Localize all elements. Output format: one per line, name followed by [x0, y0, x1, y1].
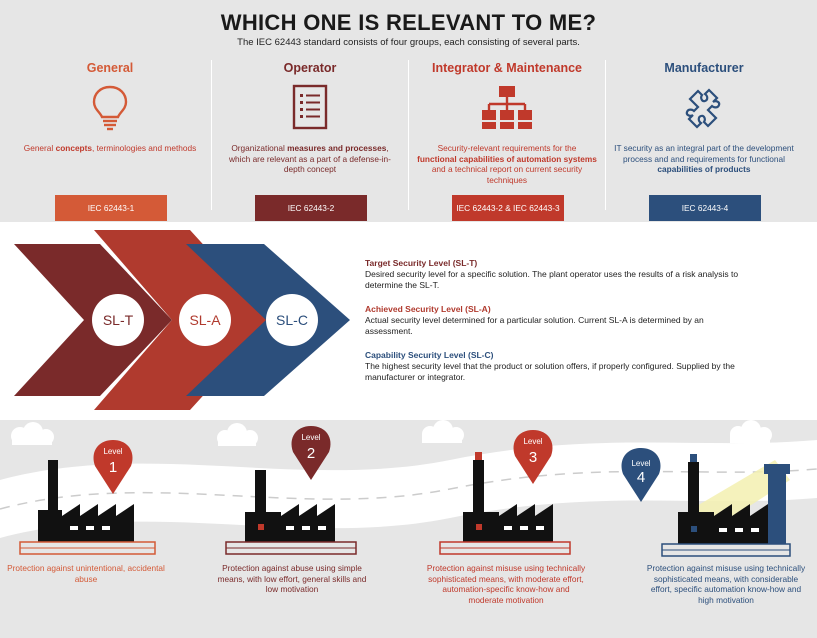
label-sl-t: SL-T — [103, 312, 134, 328]
hierarchy-icon — [482, 86, 532, 129]
level-1-caption: Protection against unintentional, accide… — [7, 563, 165, 584]
level-number: 3 — [529, 449, 537, 466]
groups-section: WHICH ONE IS RELEVANT TO ME? The IEC 624… — [0, 0, 817, 222]
location-pin-level-2: Level 2 — [291, 426, 331, 480]
factory-icon — [439, 452, 571, 555]
location-pin-level-3: Level 3 — [513, 430, 553, 484]
level-2-caption: Protection against abuse using simple me… — [217, 563, 367, 594]
security-levels-section: SL-T SL-A SL-C Target Security Level (SL… — [0, 222, 817, 420]
level-4-caption: Protection against misuse using technica… — [646, 563, 806, 605]
factory-icon — [225, 470, 357, 555]
puzzle-icon — [685, 88, 721, 129]
road — [0, 440, 817, 538]
factory-icon — [19, 460, 156, 555]
group-heading: Integrator & Maintenance — [431, 61, 583, 75]
level-number: 4 — [637, 469, 645, 486]
sl-text: Actual security level determined for a p… — [365, 315, 704, 336]
sl-text: The highest security level that the prod… — [365, 361, 735, 382]
group-description: General concepts, terminologies and meth… — [20, 143, 200, 154]
column-divider — [211, 60, 212, 210]
desc-text: Organizational — [231, 143, 288, 153]
level-word: Level — [631, 459, 650, 468]
group-general: General General concepts, terminologies … — [10, 55, 210, 221]
location-pin-level-4: Level 4 — [621, 448, 661, 502]
cloud-icon — [217, 423, 258, 446]
chevron-diagram: SL-T SL-A SL-C — [14, 230, 350, 410]
sl-heading: Capability Security Level (SL-C) — [365, 350, 494, 360]
group-heading: Manufacturer — [664, 61, 744, 75]
group-heading: General — [86, 61, 134, 75]
level-word: Level — [103, 447, 122, 456]
cloud-icon — [730, 420, 772, 443]
label-sl-a: SL-A — [189, 312, 221, 328]
group-integrator: Integrator & Maintenance Security-releva… — [407, 55, 607, 221]
sl-c-description: Capability Security Level (SL-C) The hig… — [365, 350, 745, 383]
cloud-icon — [11, 422, 54, 445]
group-description: IT security as an integral part of the d… — [614, 143, 794, 175]
desc-bold: measures and processes — [287, 143, 387, 153]
circle-sl-a — [179, 294, 231, 346]
desc-text: General — [23, 143, 56, 153]
level-number: 1 — [109, 459, 117, 476]
level-word: Level — [301, 433, 320, 442]
sl-text: Desired security level for a specific so… — [365, 269, 739, 290]
factory-icon — [661, 454, 791, 557]
standard-badge: IEC 62443-1 — [55, 195, 167, 221]
page-subtitle: The IEC 62443 standard consists of four … — [237, 37, 580, 48]
group-manufacturer: Manufacturer IT security as an integral … — [604, 55, 804, 221]
sl-t-description: Target Security Level (SL-T) Desired sec… — [365, 258, 745, 291]
desc-bold: concepts — [55, 143, 93, 153]
desc-text: , which are relevant as a part of a defe… — [229, 143, 391, 174]
standard-badge: IEC 62443-2 & IEC 62443-3 — [452, 195, 564, 221]
desc-bold: capabilities of products — [657, 164, 751, 174]
desc-text: IT security as an integral part of the d… — [614, 143, 794, 164]
column-divider — [408, 60, 409, 210]
cloud-icon — [422, 420, 464, 443]
column-divider — [605, 60, 606, 210]
desc-text: Security-relevant requirements for the — [437, 143, 577, 153]
sl-a-description: Achieved Security Level (SL-A) Actual se… — [365, 304, 745, 337]
desc-text: and a technical report on current securi… — [431, 164, 583, 185]
group-description: Security-relevant requirements for the f… — [417, 143, 597, 185]
road-line — [0, 468, 817, 510]
group-description: Organizational measures and processes, w… — [220, 143, 400, 175]
standard-badge: IEC 62443-4 — [649, 195, 761, 221]
levels-illustration: Level 1 Level 2 — [0, 420, 817, 557]
sl-heading: Achieved Security Level (SL-A) — [365, 304, 491, 314]
lightbulb-icon — [92, 85, 128, 131]
level-3-caption: Protection against misuse using technica… — [426, 563, 586, 605]
level-number: 2 — [307, 445, 315, 462]
label-sl-c: SL-C — [276, 312, 308, 328]
levels-section: Level 1 Level 2 — [0, 420, 817, 638]
circle-sl-c — [266, 294, 318, 346]
page-title: WHICH ONE IS RELEVANT TO ME? — [220, 10, 597, 35]
desc-text: , terminologies and methods — [92, 143, 197, 153]
group-heading: Operator — [283, 61, 337, 75]
checklist-icon — [292, 84, 328, 130]
group-operator: Operator Organizational measures and pro… — [210, 55, 410, 221]
desc-bold: functional capabilities of automation sy… — [417, 153, 597, 164]
sl-heading: Target Security Level (SL-T) — [365, 258, 478, 268]
location-pin-level-1: Level 1 — [93, 440, 133, 494]
circle-sl-t — [92, 294, 144, 346]
standard-badge: IEC 62443-2 — [255, 195, 367, 221]
level-word: Level — [523, 437, 542, 446]
